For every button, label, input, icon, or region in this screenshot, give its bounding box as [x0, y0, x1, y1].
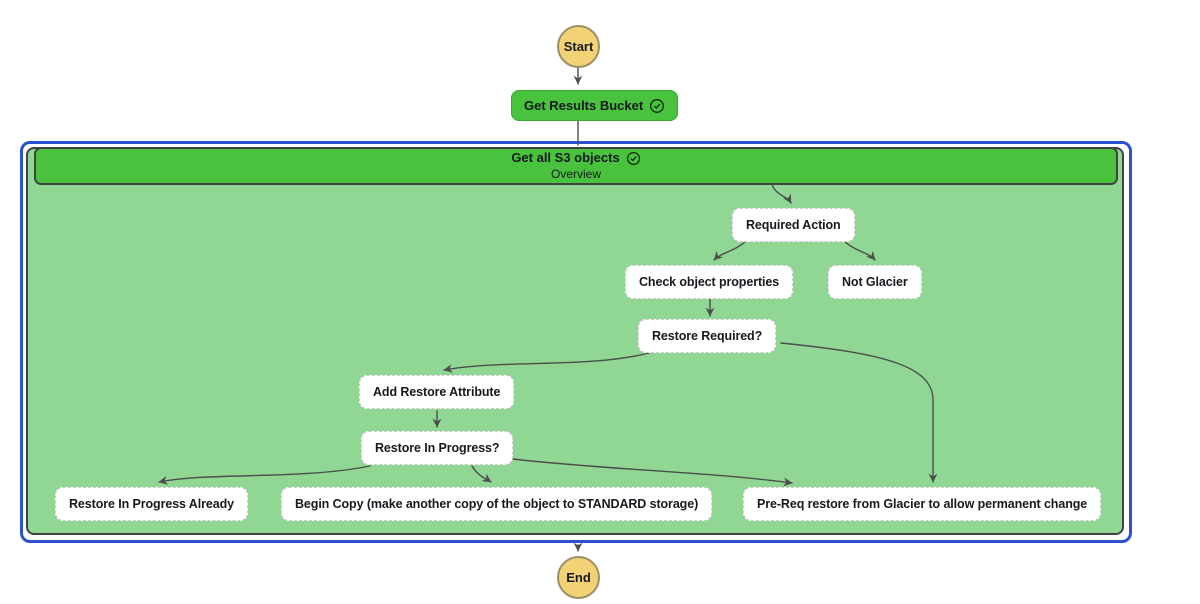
state-required-action[interactable]: Required Action: [732, 208, 855, 242]
map-state-container[interactable]: Get all S3 objects Overview: [20, 141, 1132, 543]
map-state-body: [26, 147, 1124, 535]
state-pre-req-restore[interactable]: Pre-Req restore from Glacier to allow pe…: [743, 487, 1102, 521]
map-state-title: Get all S3 objects: [511, 150, 620, 166]
check-circle-icon: [626, 151, 640, 166]
check-circle-icon: [650, 98, 665, 113]
state-restore-in-progress-already[interactable]: Restore In Progress Already: [55, 487, 248, 521]
map-state-header[interactable]: Get all S3 objects Overview: [34, 147, 1118, 185]
state-get-results-bucket[interactable]: Get Results Bucket: [511, 90, 679, 121]
map-state-subtitle: Overview: [550, 166, 601, 181]
state-restore-in-progress[interactable]: Restore In Progress?: [361, 431, 514, 465]
state-begin-copy[interactable]: Begin Copy (make another copy of the obj…: [281, 487, 713, 521]
state-restore-required[interactable]: Restore Required?: [638, 319, 777, 353]
start-label: Start: [563, 39, 594, 54]
end-label: End: [566, 570, 591, 585]
end-node: End: [557, 556, 600, 599]
state-label: Get Results Bucket: [524, 98, 644, 113]
start-node: Start: [557, 25, 600, 68]
state-add-restore-attribute[interactable]: Add Restore Attribute: [359, 375, 515, 409]
state-check-object-properties[interactable]: Check object properties: [625, 265, 794, 299]
state-not-glacier[interactable]: Not Glacier: [828, 265, 922, 299]
